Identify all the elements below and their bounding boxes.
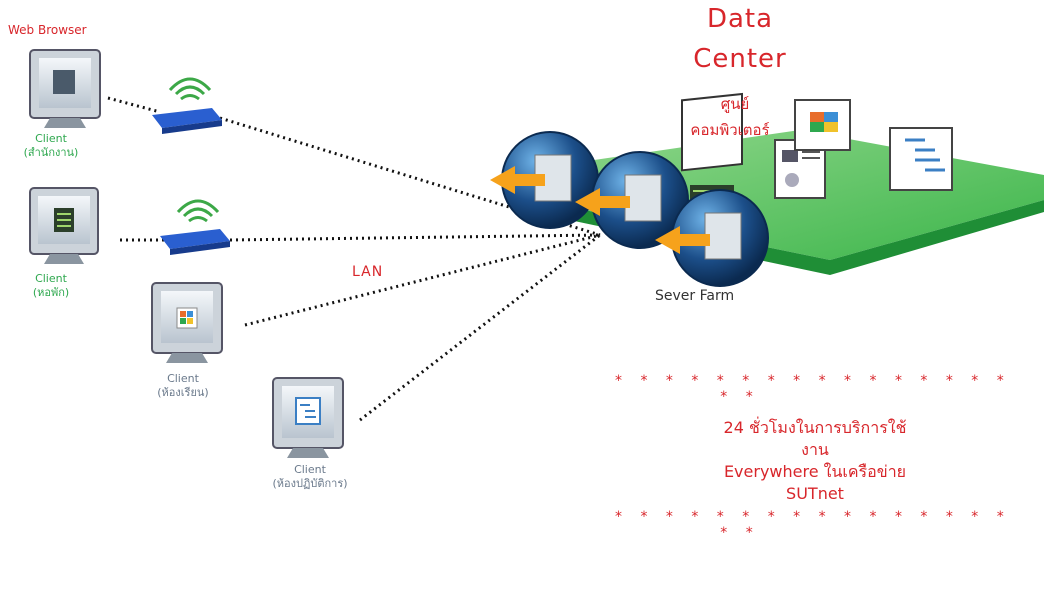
client-label-line1: Client	[167, 372, 199, 385]
data-center-title-line1: Data	[706, 4, 774, 34]
note-stars-bottom: * * * * * * * * * * * * * * * *	[615, 509, 1011, 525]
client-label-dorm: Client (หอพัก)	[6, 272, 96, 300]
note-stars-top: * * * * * * * * * * * * * * * *	[615, 373, 1011, 389]
router-icon	[152, 77, 222, 134]
web-browser-label: Web Browser	[8, 23, 87, 37]
server-icon	[575, 151, 689, 249]
note-block: * * * * * * * * * * * * * * * * * * 24 ช…	[615, 373, 1035, 541]
client-label-line1: Client	[35, 132, 67, 145]
client-label-line1: Client	[294, 463, 326, 476]
client-label-classroom: Client (ห้องเรียน)	[128, 372, 238, 400]
note-line2: งาน	[801, 440, 829, 459]
note-stars-bottom2: * *	[720, 525, 760, 541]
data-center-title-line2: Center	[693, 44, 787, 74]
client-label-line2: (หอพัก)	[32, 286, 70, 299]
monitor-icon	[272, 377, 344, 458]
monitor-icon	[29, 49, 101, 128]
client-label-line2: (ห้องปฏิบัติการ)	[272, 477, 348, 490]
link-client1-router1	[107, 96, 161, 114]
note-line1: 24 ชั่วโมงในการบริการใช้	[723, 418, 907, 437]
server-icon	[655, 189, 769, 287]
client-label-office: Client (สำนักงาน)	[6, 132, 96, 160]
link-router2-server	[229, 233, 601, 242]
monitor-icon	[29, 187, 99, 264]
window-icon-3	[794, 99, 851, 151]
note-line4: SUTnet	[786, 484, 844, 503]
data-center-thai-line2: คอมพิวเตอร์	[690, 121, 770, 139]
data-center-thai-line1: ศูนย์	[720, 95, 750, 113]
server-farm-label: Sever Farm	[655, 288, 735, 304]
note-stars-top2: * *	[720, 389, 760, 405]
link-client3-server	[244, 233, 601, 327]
monitor-icon	[151, 282, 223, 363]
client-label-line1: Client	[35, 272, 67, 285]
link-client4-server	[359, 233, 601, 422]
client-label-line2: (ห้องเรียน)	[157, 386, 209, 399]
client-label-line2: (สำนักงาน)	[23, 146, 79, 159]
router-icon	[160, 199, 230, 255]
client-label-lab: Client (ห้องปฏิบัติการ)	[250, 463, 370, 491]
lan-label: LAN	[352, 264, 384, 280]
window-icon-4	[889, 127, 953, 191]
server-icon	[490, 131, 599, 229]
note-line3: Everywhere ในเครือข่าย	[723, 462, 907, 481]
